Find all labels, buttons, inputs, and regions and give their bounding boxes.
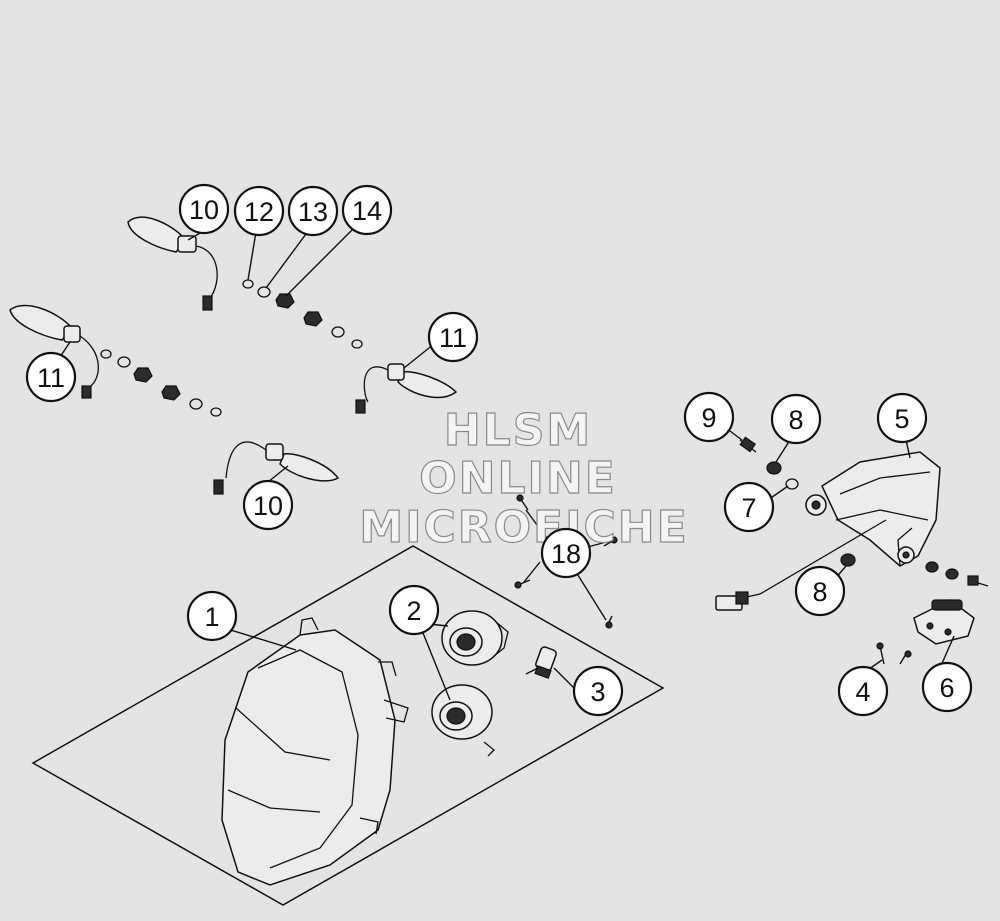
- callout-10-lower: 10: [242, 479, 294, 531]
- turn-signal-rear-left: [213, 441, 340, 495]
- callout-8-lower: 8: [794, 565, 846, 617]
- callout-14-label: 14: [352, 196, 382, 226]
- headlight-housing: [221, 617, 409, 886]
- callout-2: 2: [388, 584, 440, 636]
- bulb-holder-upper: [441, 610, 509, 666]
- callout-8-upper-label: 8: [788, 405, 803, 435]
- screws-18: [514, 494, 618, 629]
- callout-11-right: 11: [427, 311, 479, 363]
- callout-13: 13: [287, 185, 339, 237]
- callout-10-lower-label: 10: [253, 491, 283, 521]
- callout-6: 6: [921, 661, 973, 713]
- callout-3-label: 3: [590, 677, 605, 707]
- callout-10-upper-label: 10: [189, 195, 219, 225]
- callout-18: 18: [540, 527, 592, 579]
- callout-9: 9: [683, 391, 735, 443]
- watermark-line-2: ONLINE: [419, 453, 617, 504]
- callout-5-label: 5: [894, 404, 909, 434]
- bulb-holder-lower: [431, 684, 495, 757]
- watermark-line-3: MICROFICHE: [359, 502, 688, 553]
- callout-11-left: 11: [25, 351, 77, 403]
- turn-signal-rear-right: [355, 363, 458, 414]
- callout-11-right-label: 11: [439, 323, 467, 353]
- callout-7: 7: [723, 481, 775, 533]
- callout-8-lower-label: 8: [812, 577, 827, 607]
- callout-9-label: 9: [701, 403, 716, 433]
- callout-10-upper: 10: [178, 183, 230, 235]
- callout-4: 4: [837, 665, 889, 717]
- callout-7-label: 7: [741, 493, 756, 523]
- callout-2-label: 2: [406, 596, 421, 626]
- callout-12-label: 12: [244, 197, 274, 227]
- bolt-grommet-washer: [739, 436, 989, 587]
- callout-13-label: 13: [298, 197, 328, 227]
- callout-14: 14: [341, 184, 393, 236]
- tail-light-housing: [715, 451, 941, 611]
- callout-5: 5: [876, 392, 928, 444]
- callout-8-upper: 8: [770, 393, 822, 445]
- callout-3: 3: [572, 665, 624, 717]
- callout-6-label: 6: [939, 673, 954, 703]
- callout-11-left-label: 11: [37, 363, 65, 393]
- bulb: [525, 646, 557, 679]
- callout-1: 1: [186, 590, 238, 642]
- callout-12: 12: [233, 185, 285, 237]
- screws-4: [876, 642, 912, 665]
- callout-4-label: 4: [855, 677, 870, 707]
- watermark: HLSM ONLINE MICROFICHE: [359, 404, 688, 553]
- callout-1-label: 1: [204, 602, 219, 632]
- headlight-group-frame: [31, 545, 665, 906]
- turn-signal-front-right: [9, 304, 99, 399]
- callout-18-label: 18: [551, 539, 581, 569]
- turn-signal-front-left: [127, 216, 218, 311]
- watermark-line-1: HLSM: [444, 405, 592, 456]
- washers-nuts: [100, 279, 363, 417]
- plate-lamp: [913, 599, 975, 645]
